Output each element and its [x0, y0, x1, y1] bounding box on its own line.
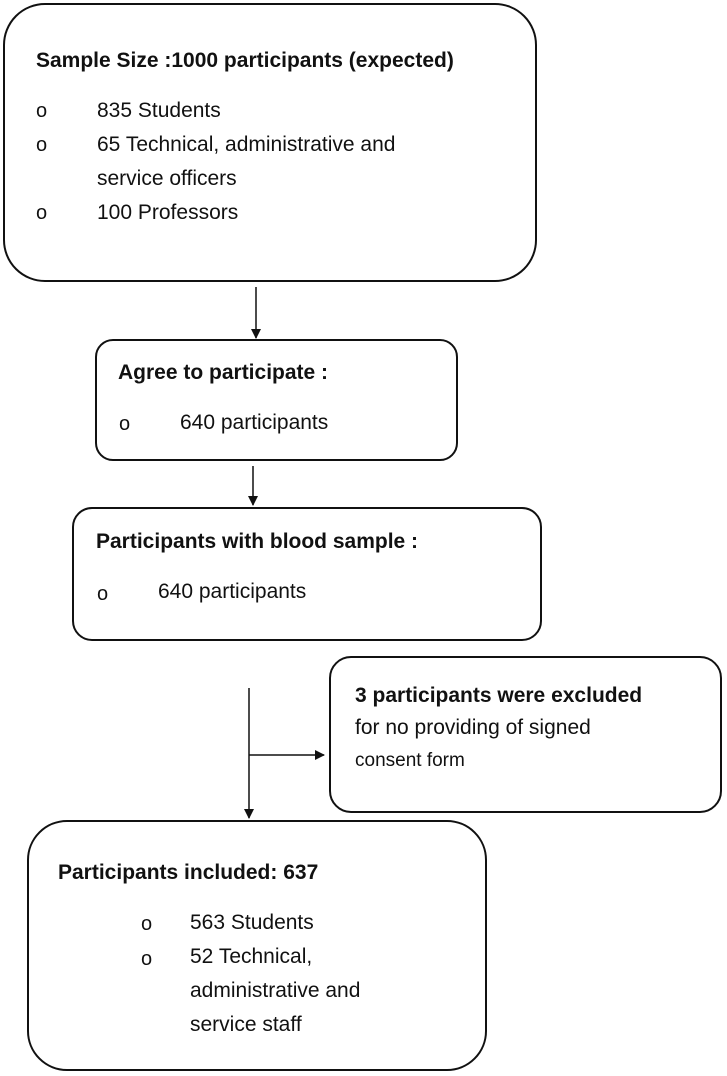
excluded-reason-line2: consent form: [355, 750, 465, 771]
agree-box: Agree to participate : o 640 participant…: [95, 339, 458, 461]
included-staff-item-cont1: administrative and: [190, 979, 361, 1002]
excluded-box: 3 participants were excluded for no prov…: [329, 656, 722, 813]
sample-officers-item: 65 Technical, administrative and: [97, 133, 396, 156]
sample-size-title: Sample Size :1000 participants (expected…: [36, 49, 454, 72]
blood-sample-box: Participants with blood sample : o 640 p…: [72, 507, 542, 641]
sample-size-box: Sample Size :1000 participants (expected…: [3, 3, 537, 282]
bullet-marker: o: [36, 134, 48, 156]
agree-title: Agree to participate :: [118, 361, 329, 384]
bullet-marker: o: [141, 913, 153, 935]
bullet-marker: o: [119, 413, 131, 435]
excluded-reason-line1: for no providing of signed: [355, 716, 591, 739]
included-box: Participants included: 637 o 563 Student…: [27, 820, 487, 1071]
excluded-title: 3 participants were excluded: [355, 684, 643, 707]
included-staff-item: 52 Technical,: [190, 945, 313, 968]
agree-count-item: 640 participants: [180, 411, 329, 434]
bullet-marker: o: [36, 100, 48, 122]
included-students-item: 563 Students: [190, 911, 314, 934]
bullet-marker: o: [36, 202, 48, 224]
included-title: Participants included: 637: [58, 861, 319, 884]
blood-sample-title: Participants with blood sample :: [96, 530, 419, 553]
bullet-marker: o: [141, 948, 153, 970]
sample-students-item: 835 Students: [97, 99, 221, 122]
included-staff-item-cont2: service staff: [190, 1013, 302, 1036]
bullet-marker: o: [97, 583, 109, 605]
sample-officers-item-cont: service officers: [97, 167, 237, 190]
sample-professors-item: 100 Professors: [97, 201, 239, 224]
blood-sample-count-item: 640 participants: [158, 580, 307, 603]
